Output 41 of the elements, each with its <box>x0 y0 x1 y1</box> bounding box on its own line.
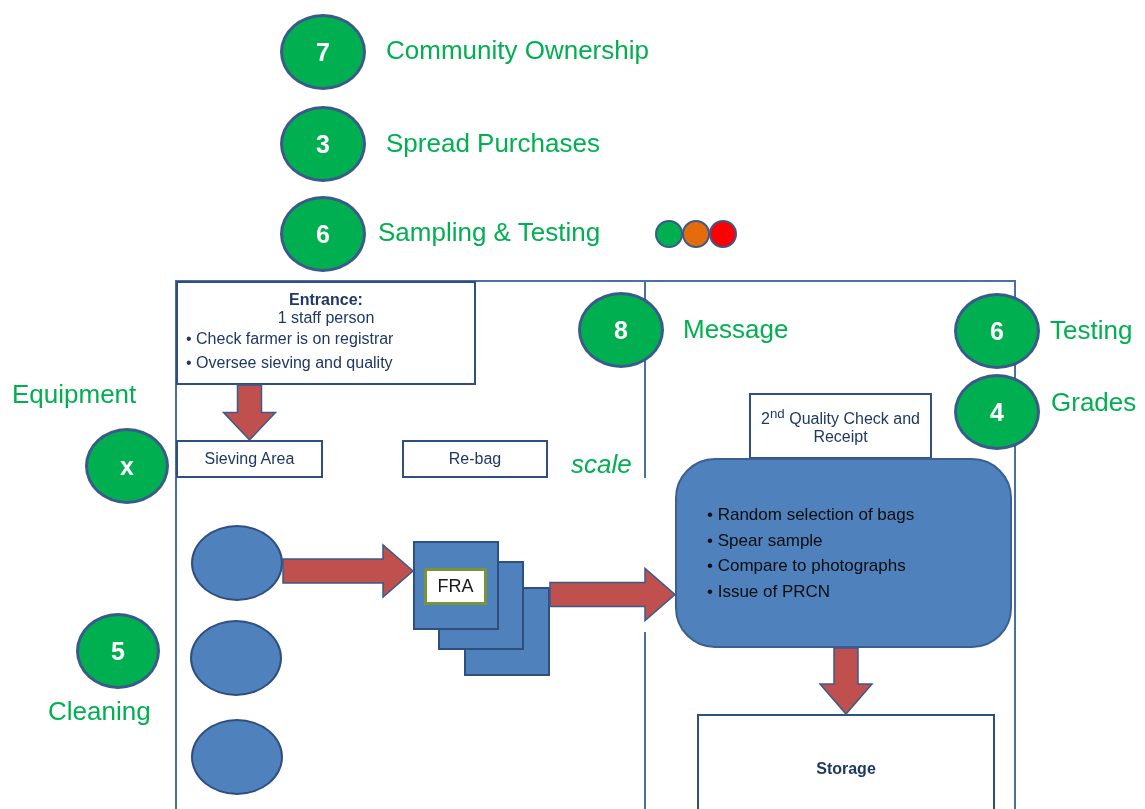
label-box <box>176 440 323 478</box>
number-circle: 5 <box>76 613 160 689</box>
step-label: Sampling & Testing <box>378 217 601 248</box>
step-label: Equipment <box>12 379 137 410</box>
number-circle: 6 <box>280 196 366 272</box>
number-circle: 3 <box>280 106 366 182</box>
number-circle: x <box>85 428 169 504</box>
step-label: Message <box>683 314 789 345</box>
block-arrow <box>221 384 278 442</box>
box-heading: Entrance: <box>289 291 363 309</box>
label-box <box>749 393 932 459</box>
block-arrow <box>818 647 874 716</box>
number-circle: 4 <box>954 374 1040 450</box>
block-arrow <box>282 543 415 599</box>
tag-box: FRA <box>424 568 487 605</box>
step-label: Testing <box>1050 315 1133 346</box>
label-box <box>697 714 995 809</box>
bullet-item: • Oversee sieving and quality <box>186 353 393 373</box>
box-text: Re-bag <box>448 450 502 468</box>
box-text: 2$^{nd}$ Quality Check and Receipt <box>760 405 921 447</box>
label-box <box>176 281 476 385</box>
bullet-item: • Check farmer is on registrar <box>186 329 394 349</box>
number-circle: 7 <box>280 14 366 90</box>
bag-stack-drawing <box>413 541 550 676</box>
step-label: Spread Purchases <box>386 128 600 159</box>
number-circle: 6 <box>954 293 1040 369</box>
bullet-item: • Compare to photographs <box>707 555 906 577</box>
bullet-item: • Random selection of bags <box>707 504 915 526</box>
box-text: Storage <box>816 760 876 778</box>
step-label: Cleaning <box>48 696 151 727</box>
number-circle: 8 <box>578 292 664 368</box>
box-text: Sieving Area <box>204 450 295 468</box>
block-arrow <box>549 566 677 623</box>
bullet-item: • Issue of PRCN <box>707 580 831 603</box>
note-label: scale <box>571 449 632 480</box>
process-box <box>675 458 1012 648</box>
box-text: 1 staff person <box>277 309 375 327</box>
label-box <box>402 440 548 478</box>
bullet-item: • Spear sample <box>707 529 823 552</box>
step-label: Community Ownership <box>386 35 649 66</box>
step-label: Grades <box>1051 387 1137 418</box>
